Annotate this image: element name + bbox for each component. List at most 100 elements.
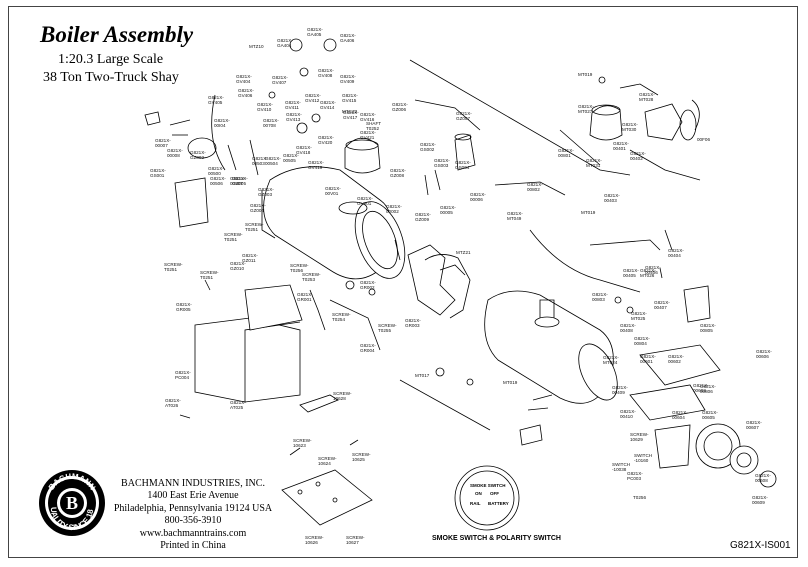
document-id: G821X-IS001	[730, 540, 791, 551]
part-number-label: G821X- GZ006	[392, 102, 408, 112]
part-number-label: MTZ10	[249, 44, 264, 49]
part-number-label: SHAFT T0252	[366, 121, 382, 131]
part-number-label: G821X- 00002	[386, 204, 402, 214]
bachmann-logo: B BACHMANN QUALITY SINCE 1833	[39, 470, 105, 536]
switch-text-0: SMOKE SWITCH	[470, 483, 506, 488]
part-number-label: G821X- 00V01	[325, 186, 341, 196]
part-number-label: SCREW- T0253	[302, 272, 321, 282]
part-number-label: G821X- 00607	[746, 420, 762, 430]
company-web[interactable]: www.bachmanntrains.com	[139, 527, 247, 539]
company-printed: Printed in China	[160, 540, 226, 552]
saddle-pieces	[407, 244, 471, 319]
switch-text-4: BATTERY	[488, 501, 509, 506]
part-number-label: G821X- 00803	[592, 292, 608, 302]
part-number-label: MT019	[503, 380, 518, 385]
part-number-label: G821X- PC004	[175, 370, 191, 380]
part-number-label: G821X- GR003	[405, 318, 421, 328]
part-number-label: G821X- GZ003	[258, 187, 274, 197]
part-number-label: G821X- 00601	[640, 354, 656, 364]
part-number-label: G821X- GZ009	[415, 212, 431, 222]
part-number-label: MT017	[415, 373, 430, 378]
part-number-label: SCREW- T0255	[378, 323, 397, 333]
part-number-label: G821X- 00006	[470, 192, 486, 202]
part-number-label: G821X- PC003	[627, 471, 643, 481]
part-number-label: G821X- 00608	[755, 473, 771, 483]
part-number-label: G821X- 00503	[252, 156, 268, 166]
part-number-label: G821X- GZ005	[232, 176, 248, 186]
switch-text-3: RAIL	[470, 501, 481, 506]
part-number-label: G821X- 00402	[630, 151, 646, 161]
part-number-label: G821X- GR002	[360, 280, 376, 290]
smoke-unit	[454, 133, 476, 171]
company-city: Philadelphia, Pennsylvania 19124 USA	[113, 502, 273, 514]
part-number-label: SCREW- T0251	[245, 222, 264, 232]
switch-text-1: ON	[475, 491, 482, 496]
part-number-label: G821X- GS004	[455, 160, 471, 170]
small-parts	[144, 38, 701, 456]
part-number-label: G821X- 00603	[693, 383, 709, 393]
company-phone: 800-356-3910	[164, 515, 222, 527]
part-number-label: G821X- 00804	[634, 336, 650, 346]
part-number-label: G821X- GR005	[176, 302, 192, 312]
part-number-label: G821X- 00806	[700, 384, 716, 394]
part-number-label: G821X- GV420	[318, 135, 334, 145]
part-number-label: SCREW- T0256	[290, 263, 309, 273]
part-number-label: G821X- AT026	[165, 398, 181, 408]
part-number-label: SCREW- 10623	[293, 438, 312, 448]
part-number-label: MT019	[581, 210, 596, 215]
part-number-label: G821X- 00609	[752, 495, 768, 505]
part-number-label: G821X- 00805	[700, 323, 716, 333]
part-number-label: SCREW- 10629	[630, 432, 649, 442]
part-number-label: G821X- 00605	[702, 410, 718, 420]
part-number-label: G821X- GV415	[342, 93, 358, 103]
page-border	[8, 6, 798, 558]
part-number-label: G821X- 00407	[654, 300, 670, 310]
part-number-label: G821X- GR001	[297, 292, 313, 302]
part-number-label: G821X- GV404	[236, 74, 252, 84]
part-number-label: G821X- 00505	[283, 153, 299, 163]
round-plate	[187, 137, 217, 159]
part-number-label: G821X- GV407	[272, 75, 288, 85]
part-number-label: SWITCH -10160	[634, 453, 653, 463]
part-number-label: G821X- GS001	[150, 168, 166, 178]
part-number-label: G821X- GZ002	[190, 150, 206, 160]
part-number-label: G821X- 00604	[672, 410, 688, 420]
bracket-box	[174, 177, 209, 228]
part-number-label: MTCZ2	[342, 109, 358, 114]
part-number-label: G821X- GZ007	[456, 111, 472, 121]
part-number-label: G821X- GS002	[420, 142, 436, 152]
part-number-label: G821X- 00708	[263, 118, 279, 128]
part-number-label: G821X- MT030	[622, 122, 638, 132]
part-number-label: G821X- GV418	[296, 145, 312, 155]
part-number-label: G821X- MT024	[603, 355, 619, 365]
base-plate	[281, 469, 373, 526]
logo-monogram: B	[66, 493, 78, 513]
part-number-label: G821X- GA405	[307, 27, 323, 37]
steam-dome	[344, 137, 381, 174]
part-number-label: G821X- 00409	[612, 385, 628, 395]
part-number-label: G821X- GV406	[238, 88, 254, 98]
part-number-label: SCREW- 10626	[305, 535, 324, 545]
company-street: 1400 East Erie Avenue	[147, 490, 239, 502]
part-number-label: MTZ21	[456, 250, 471, 255]
part-number-label: G821X- GV416	[360, 112, 376, 122]
smokebox-door	[695, 423, 777, 488]
right-brackets	[629, 285, 721, 469]
part-number-label: MT019	[578, 72, 593, 77]
switch-text-2: OFF	[490, 491, 499, 496]
part-number-label: G821X- 00802	[527, 182, 543, 192]
part-number-label: SCREW- T0254	[332, 312, 351, 322]
part-number-label: G821X- GA406	[340, 33, 356, 43]
switch-disc	[454, 465, 520, 531]
scale-subtitle: 1:20.3 Large Scale	[58, 52, 164, 67]
part-number-label: G821X- GZ004	[250, 203, 266, 213]
part-number-label: G821X- GZ008	[390, 168, 406, 178]
part-number-label: G821X- GV419	[308, 160, 324, 170]
part-number-label: G821X- 00405	[623, 268, 639, 278]
part-number-label: G821X- 00507	[230, 176, 246, 186]
switch-plate-lettering: SMOKE SWITCH ON OFF RAIL BATTERY	[470, 483, 509, 506]
boiler-rear-shell	[484, 290, 618, 404]
company-name: BACHMANN INDUSTRIES, INC.	[121, 478, 265, 489]
part-number-label: SCREW- 10625	[352, 452, 371, 462]
